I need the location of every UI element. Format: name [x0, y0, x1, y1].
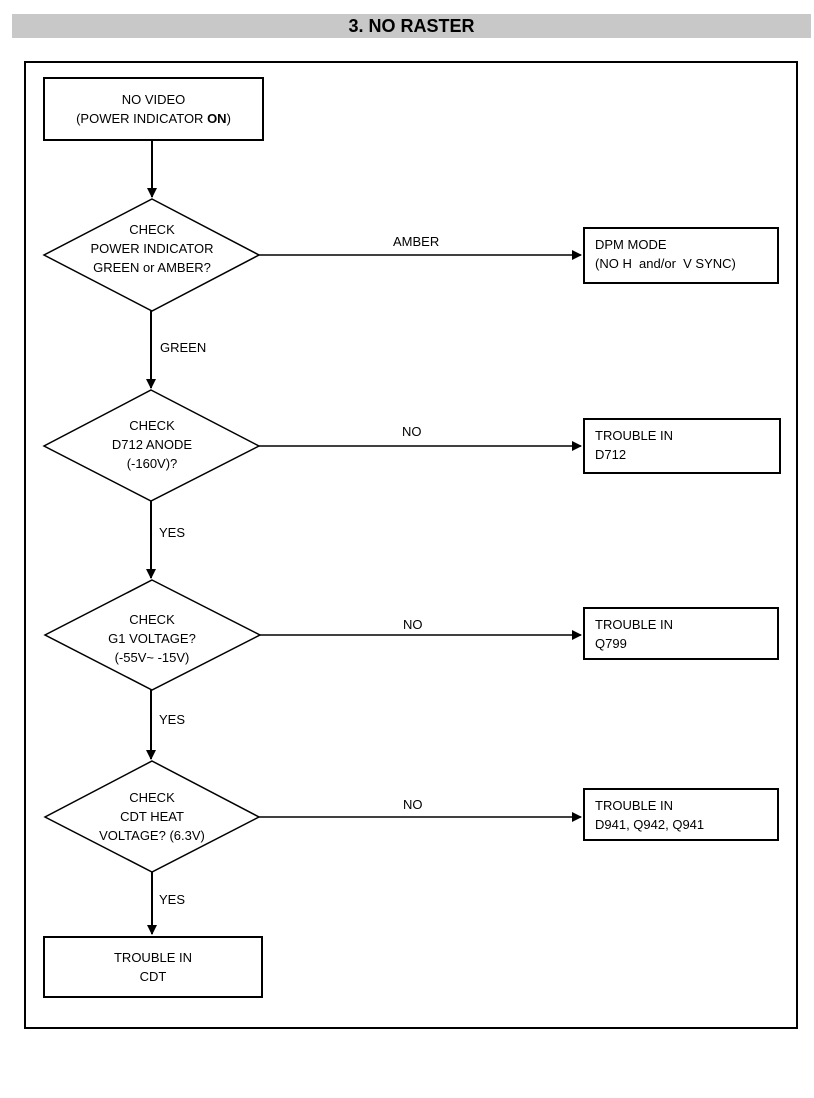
page-title: 3. NO RASTER — [348, 16, 475, 36]
outcome-trouble-d941-q942-q941: TROUBLE IN D941, Q942, Q941 — [583, 788, 779, 841]
edge-label-green: GREEN — [160, 340, 207, 355]
edge-label-yes-cdt-heat: YES — [159, 892, 186, 907]
start-line-2-bold: ON — [207, 111, 227, 126]
edge-label-no-cdt-heat: NO — [403, 797, 423, 812]
edge-label-no-g1: NO — [403, 617, 423, 632]
outcome-trouble-q799: TROUBLE IN Q799 — [583, 607, 779, 660]
final-trouble-cdt: TROUBLE IN CDT — [43, 936, 263, 998]
outcome-trouble-d712: TROUBLE IN D712 — [583, 418, 781, 474]
edge-label-yes-g1: YES — [159, 712, 186, 727]
page-title-bar: 3. NO RASTER — [12, 14, 811, 38]
decision4-text: CHECK CDT HEAT VOLTAGE? (6.3V) — [99, 790, 205, 843]
edge-label-yes-d712: YES — [159, 525, 186, 540]
decision3-text: CHECK G1 VOLTAGE? (-55V~ -15V) — [108, 612, 196, 665]
decision2-text: CHECK D712 ANODE (-160V)? — [111, 418, 193, 471]
diagram-frame — [24, 61, 798, 1029]
start-line-2: (POWER INDICATOR ON) — [76, 111, 231, 126]
edge-label-no-d712: NO — [402, 424, 422, 439]
outcome-dpm-mode: DPM MODE (NO H and/or V SYNC) — [583, 227, 779, 284]
start-line-1: NO VIDEO — [121, 92, 186, 107]
edge-label-amber: AMBER — [393, 234, 440, 249]
start-node-no-video: NO VIDEO (POWER INDICATOR ON) — [43, 77, 264, 141]
decision1-text: CHECK POWER INDICATOR GREEN or AMBER? — [90, 222, 214, 275]
